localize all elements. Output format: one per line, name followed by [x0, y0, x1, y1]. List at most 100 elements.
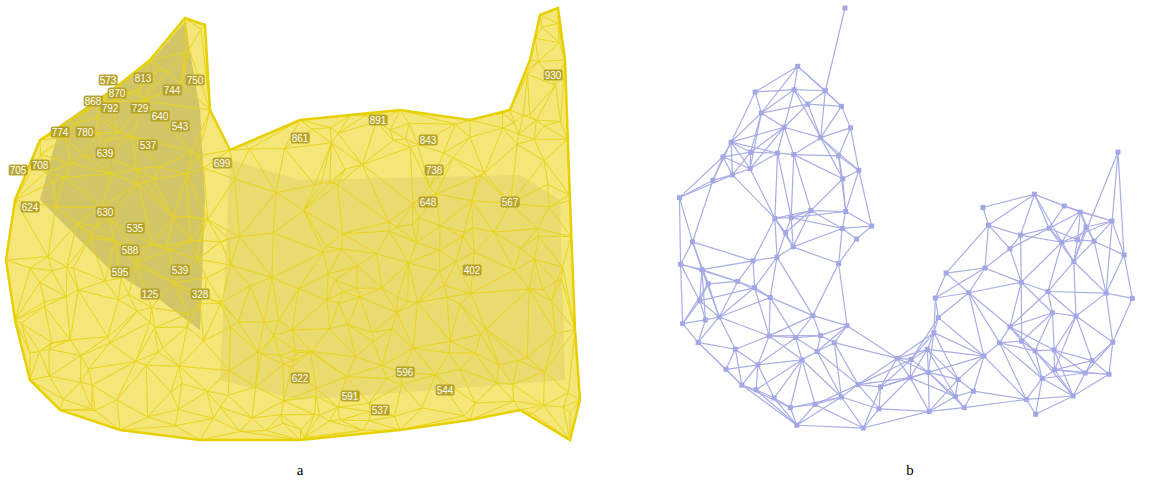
graph-edge	[1054, 350, 1073, 396]
graph-vertex	[690, 239, 695, 244]
graph-vertex	[699, 267, 704, 272]
graph-vertex	[815, 349, 820, 354]
graph-vertex	[710, 178, 715, 183]
panel-letter: a	[297, 462, 304, 479]
vertex-number: 774	[51, 127, 70, 138]
vertex-number: 843	[419, 135, 438, 146]
graph-vertex	[717, 314, 722, 319]
graph-vertex	[735, 279, 740, 284]
graph-edge	[1106, 293, 1113, 342]
graph-edge	[841, 106, 850, 127]
graph-vertex	[1078, 210, 1083, 215]
graph-vertex	[795, 64, 800, 69]
graph-vertex	[1019, 280, 1024, 285]
graph-edge	[859, 170, 872, 226]
graph-edge	[1034, 194, 1080, 212]
graph-edge	[731, 142, 732, 175]
graph-vertex	[908, 375, 913, 380]
graph-edge	[1042, 378, 1073, 396]
graph-edge	[839, 264, 847, 326]
vertex-number: 573	[99, 75, 118, 86]
graph-edge	[1076, 316, 1113, 342]
graph-edge	[794, 155, 843, 179]
graph-vertex	[836, 153, 841, 158]
graph-vertex	[696, 340, 701, 345]
graph-edge	[702, 261, 753, 270]
graph-edge	[1062, 212, 1080, 242]
graph-vertex	[936, 315, 941, 320]
graph-edge	[817, 352, 841, 397]
graph-edge	[769, 297, 770, 336]
vertex-number: 813	[134, 73, 153, 84]
graph-edge	[679, 157, 722, 198]
graph-edge	[1010, 282, 1021, 327]
graph-edge	[1035, 349, 1054, 351]
graph-edge	[1078, 212, 1081, 240]
graph-vertex	[1007, 246, 1012, 251]
graph-edge	[1054, 350, 1055, 370]
graph-edge	[1076, 293, 1106, 316]
graph-vertex	[1033, 348, 1038, 353]
graph-vertex	[1071, 259, 1076, 264]
graph-vertex	[788, 405, 793, 410]
graph-vertex	[751, 258, 756, 263]
graph-edge	[821, 138, 843, 179]
vertex-number: 630	[96, 207, 115, 218]
graph-vertex	[1033, 412, 1038, 417]
graph-vertex	[730, 172, 735, 177]
graph-edge	[791, 218, 793, 247]
graph-vertex	[927, 409, 932, 414]
graph-edge	[983, 207, 989, 225]
graph-edge	[969, 293, 984, 356]
graph-edge	[813, 264, 839, 316]
graph-vertex	[782, 125, 787, 130]
graph-vertex	[1047, 226, 1052, 231]
graph-edge	[775, 218, 793, 246]
graph-edge	[777, 257, 813, 315]
graph-edge	[791, 211, 811, 218]
graph-edge	[769, 336, 802, 360]
graph-edge	[1106, 293, 1132, 298]
vertex-number: 537	[139, 140, 158, 151]
graph-edge	[911, 318, 938, 360]
vertex-number: 595	[111, 267, 130, 278]
graph-edge	[753, 218, 775, 260]
graph-edge	[702, 270, 705, 320]
graph-edge	[750, 127, 784, 168]
graph-edge	[1000, 343, 1027, 400]
graph-edge	[698, 342, 742, 385]
graph-edge	[1074, 262, 1106, 294]
graph-vertex	[840, 176, 845, 181]
graph-edge	[1048, 292, 1106, 294]
graph-edge	[786, 211, 811, 233]
graph-vertex	[1116, 150, 1121, 155]
graph-vertex	[1007, 324, 1012, 329]
graph-vertex	[729, 140, 734, 145]
graph-edge	[1021, 242, 1062, 282]
graph-vertex	[1024, 397, 1029, 402]
graph-vertex	[1104, 291, 1109, 296]
graph-vertex	[810, 313, 815, 318]
graph-edge	[790, 407, 796, 425]
graph-edge	[910, 378, 929, 412]
graph-vertex	[753, 89, 758, 94]
graph-edge	[1000, 341, 1022, 343]
graph-edge	[1026, 396, 1073, 399]
graph-edge	[935, 293, 968, 298]
graph-edge	[938, 318, 984, 356]
graph-edge	[784, 127, 794, 154]
graph-edge	[698, 320, 705, 342]
graph-vertex	[986, 223, 991, 228]
graph-vertex	[808, 208, 813, 213]
graph-vertex	[823, 88, 828, 93]
graph-edge	[988, 225, 1009, 249]
graph-edge	[719, 317, 735, 349]
graph-vertex	[752, 285, 757, 290]
graph-edge	[774, 360, 802, 398]
graph-edge	[1020, 235, 1022, 282]
graph-edge	[811, 179, 843, 211]
graph-vertex	[775, 255, 780, 260]
graph-vertex	[971, 389, 976, 394]
graph-edge	[770, 297, 795, 337]
vertex-number: 591	[341, 391, 360, 402]
